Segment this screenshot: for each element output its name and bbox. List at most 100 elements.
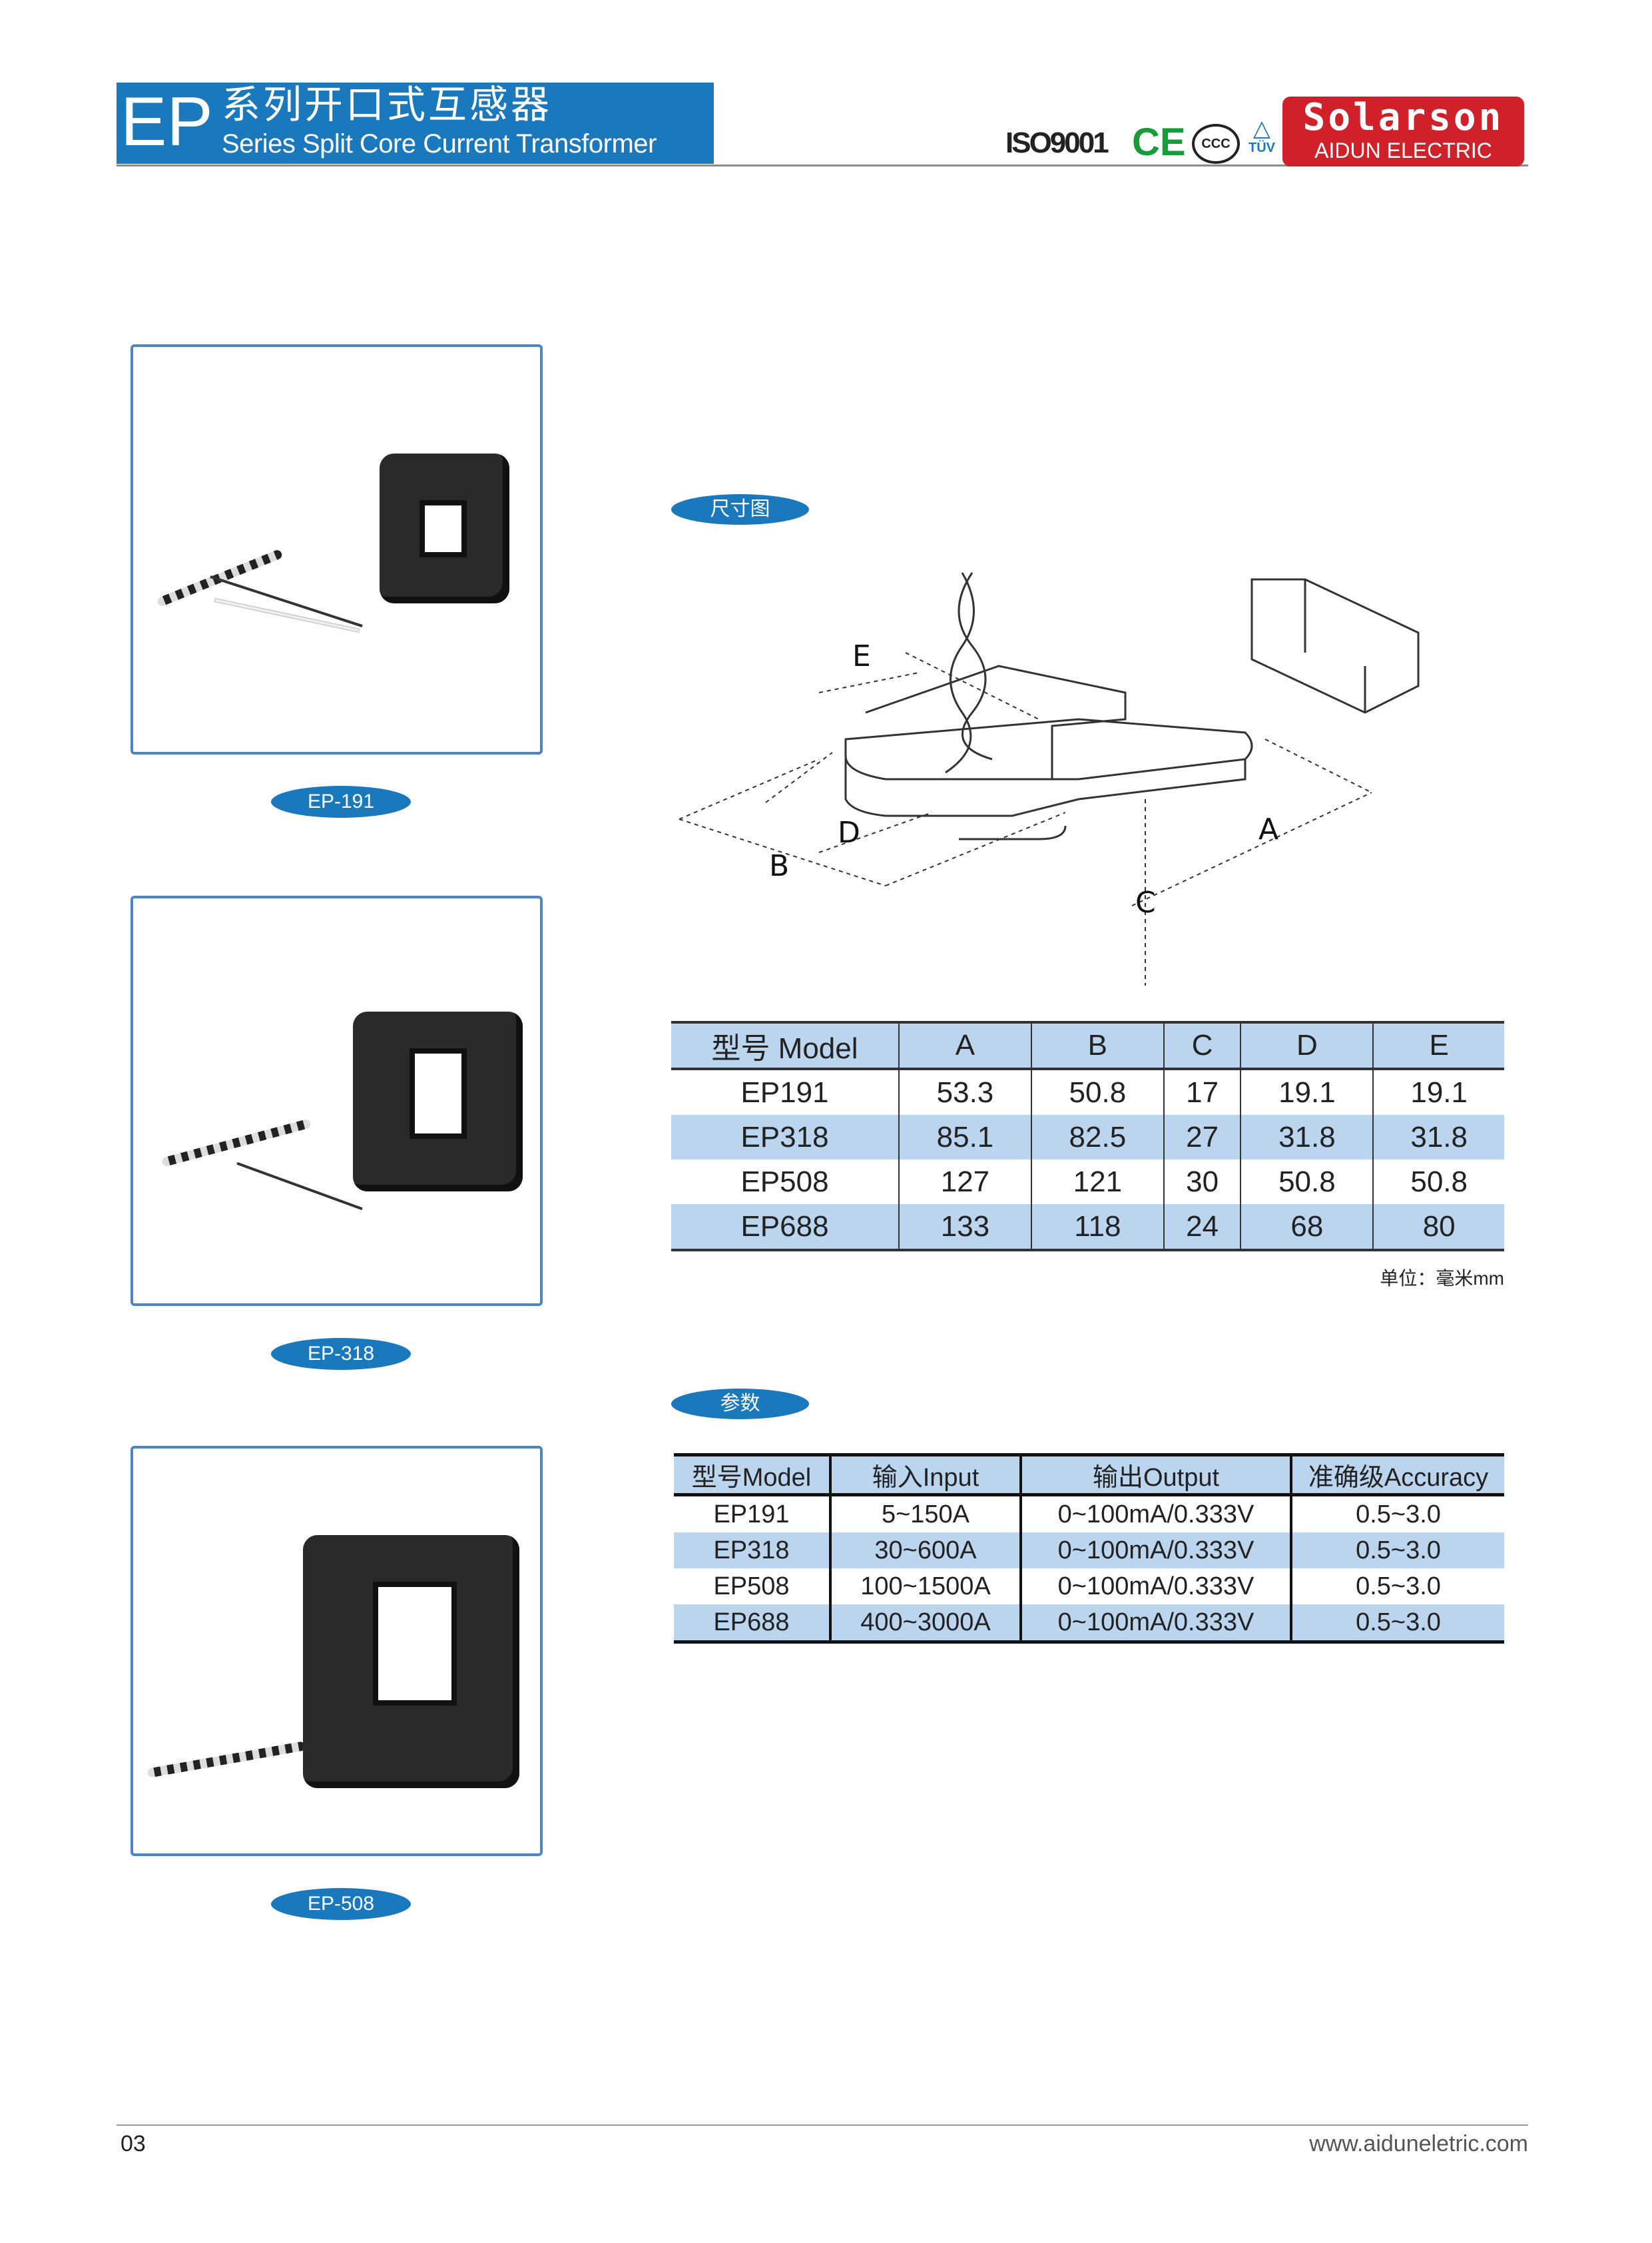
header-divider bbox=[117, 164, 1528, 166]
product-label-ep191: EP-191 bbox=[271, 786, 411, 818]
twisted-wire bbox=[945, 572, 993, 774]
dim-label-b: B bbox=[769, 849, 789, 883]
website-link[interactable]: www.aiduneletric.com bbox=[1309, 2131, 1528, 2156]
dimension-section-label: 尺寸图 bbox=[671, 494, 809, 525]
series-code: EP bbox=[121, 83, 213, 160]
table-cell: 400~3000A bbox=[829, 1604, 1021, 1642]
dimension-lines bbox=[679, 652, 1372, 986]
col-header: B bbox=[1030, 1022, 1164, 1070]
col-header: 型号 Model bbox=[671, 1022, 899, 1070]
dimension-diagram: E D B A C bbox=[679, 572, 1420, 986]
brand-sub: AIDUN ELECTRIC bbox=[1314, 139, 1492, 162]
table-cell: EP688 bbox=[671, 1204, 899, 1250]
cable bbox=[146, 1741, 306, 1778]
ccc-logo: CCC bbox=[1192, 124, 1240, 164]
table-cell: 0.5~3.0 bbox=[1290, 1604, 1504, 1642]
header-banner: EP 系列开口式互感器 Series Split Core Current Tr… bbox=[117, 83, 714, 164]
table-cell: EP508 bbox=[740, 1165, 829, 1198]
dim-label-e: E bbox=[852, 639, 871, 673]
col-header: 准确级Accuracy bbox=[1290, 1454, 1504, 1496]
ct-body bbox=[303, 1535, 519, 1788]
tuv-text: TÜV bbox=[1248, 141, 1275, 155]
table-cell: 50.8 bbox=[1240, 1159, 1374, 1204]
unit-note: 单位：毫米mm bbox=[1380, 1268, 1504, 1289]
table-cell: 80 bbox=[1372, 1204, 1504, 1250]
table-cell: 100~1500A bbox=[829, 1568, 1021, 1604]
param-section-label: 参数 bbox=[671, 1389, 809, 1419]
cable bbox=[161, 1118, 312, 1167]
brand-name: Solarson bbox=[1302, 96, 1504, 139]
dim-label-c: C bbox=[1135, 886, 1156, 920]
table-cell: 19.1 bbox=[1372, 1069, 1504, 1115]
side-view bbox=[1250, 578, 1420, 714]
footer-divider bbox=[117, 2124, 1528, 2126]
table-cell: 0~100mA/0.333V bbox=[1019, 1494, 1291, 1532]
table-cell: 127 bbox=[898, 1159, 1031, 1204]
table-cell: EP318 bbox=[674, 1532, 830, 1568]
table-cell: 118 bbox=[1030, 1204, 1164, 1250]
col-header: A bbox=[898, 1022, 1031, 1070]
product-image-ep191 bbox=[131, 344, 543, 755]
ct-body bbox=[353, 1012, 523, 1191]
product-image-ep508 bbox=[131, 1446, 543, 1856]
product-label-ep318: EP-318 bbox=[271, 1338, 411, 1370]
wire bbox=[236, 1161, 363, 1211]
table-cell: 53.3 bbox=[898, 1069, 1031, 1115]
table-cell: 5~150A bbox=[829, 1494, 1021, 1532]
table-cell: 30~600A bbox=[829, 1532, 1021, 1568]
table-cell: 24 bbox=[1163, 1204, 1241, 1250]
tuv-logo: △TÜV bbox=[1245, 117, 1278, 156]
table-cell: 17 bbox=[1163, 1069, 1241, 1115]
dim-label-a: A bbox=[1258, 812, 1278, 846]
table-cell: 31.8 bbox=[1240, 1115, 1374, 1159]
product-image-ep318 bbox=[131, 896, 543, 1306]
ct-body bbox=[380, 454, 509, 603]
table-cell: 31.8 bbox=[1372, 1115, 1504, 1159]
title-chinese: 系列开口式互感器 bbox=[222, 82, 553, 127]
dim-label-d: D bbox=[838, 816, 860, 850]
table-cell: 82.5 bbox=[1030, 1115, 1164, 1159]
product-label-ep508: EP-508 bbox=[271, 1888, 411, 1920]
table-cell: 50.8 bbox=[1372, 1159, 1504, 1204]
triangle-icon: △ bbox=[1252, 116, 1271, 141]
col-header: D bbox=[1240, 1022, 1374, 1070]
table-cell: EP191 bbox=[740, 1076, 829, 1109]
table-cell: 27 bbox=[1163, 1115, 1241, 1159]
table-cell: 30 bbox=[1163, 1159, 1241, 1204]
table-cell: 0~100mA/0.333V bbox=[1019, 1532, 1291, 1568]
table-cell: 0.5~3.0 bbox=[1290, 1494, 1504, 1532]
table-cell: 121 bbox=[1030, 1159, 1164, 1204]
parameter-table: 型号Model 输入Input 输出Output 准确级Accuracy EP1… bbox=[674, 1453, 1504, 1644]
table-cell: EP318 bbox=[671, 1115, 899, 1159]
iso-logo: ISO9001 bbox=[1005, 127, 1109, 159]
table-cell: 0~100mA/0.333V bbox=[1019, 1568, 1291, 1604]
col-header: 输出Output bbox=[1019, 1454, 1291, 1496]
table-cell: 0.5~3.0 bbox=[1290, 1568, 1504, 1604]
table-cell: 19.1 bbox=[1240, 1069, 1374, 1115]
wire bbox=[214, 597, 360, 633]
ct-outline bbox=[844, 665, 1253, 840]
col-header: 型号Model bbox=[674, 1454, 830, 1496]
table-cell: EP191 bbox=[713, 1500, 790, 1528]
col-header: C bbox=[1163, 1022, 1241, 1070]
table-cell: 133 bbox=[898, 1204, 1031, 1250]
table-cell: 68 bbox=[1240, 1204, 1374, 1250]
table-cell: EP508 bbox=[713, 1572, 790, 1600]
table-cell: 0~100mA/0.333V bbox=[1019, 1604, 1291, 1642]
ce-logo: CE bbox=[1132, 121, 1186, 164]
col-header: E bbox=[1372, 1022, 1504, 1070]
table-cell: 50.8 bbox=[1030, 1069, 1164, 1115]
table-cell: EP688 bbox=[674, 1604, 830, 1642]
col-header: 输入Input bbox=[829, 1454, 1021, 1496]
page-number: 03 bbox=[121, 2131, 146, 2156]
title-english: Series Split Core Current Transformer bbox=[222, 129, 657, 159]
